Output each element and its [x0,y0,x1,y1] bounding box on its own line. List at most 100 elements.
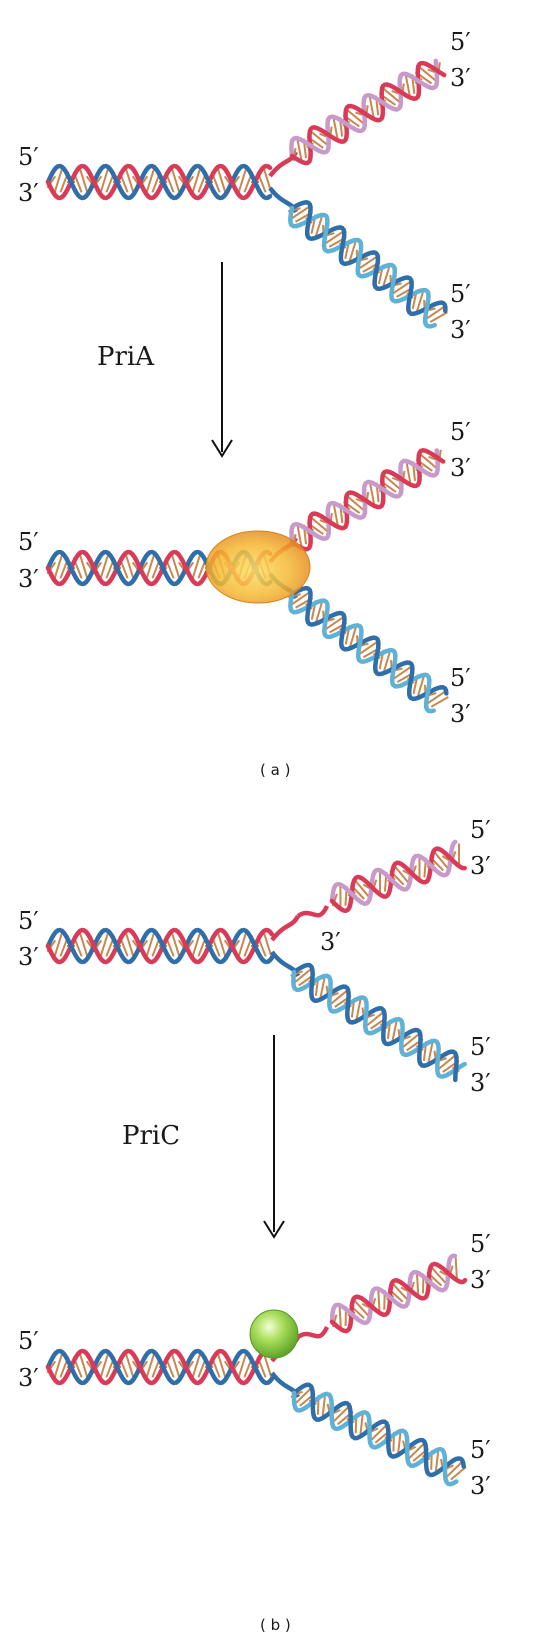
strand-front [329,846,467,914]
base-pair-rung [190,1353,201,1381]
strand-front [288,591,432,712]
pria-protein [205,530,311,604]
strand-front [291,1390,450,1485]
single-strand-gap [296,1325,330,1339]
fork-b2-left-3prime: 3′ [18,1364,39,1392]
base-pair-rung [98,168,109,196]
base-pair-rung [217,1353,228,1381]
fork-a-initial [45,58,448,329]
single-strand-gap [296,904,330,918]
base-pair-rung [125,168,136,196]
base-pair-rung [79,554,90,582]
arrow-a-head [211,439,233,458]
fork-a1-left-3prime: 3′ [18,179,39,207]
base-pair-rung [429,311,448,323]
fork-b-with-pric [45,1253,468,1487]
panel-b-caption: ( b ) [260,1616,291,1634]
strand-front [305,587,449,701]
base-pair-rung [263,1353,274,1381]
strand-front [45,1349,275,1385]
arrow-b-head [263,1220,285,1239]
fork-a2-left-3prime: 3′ [18,565,39,593]
base-pair-rung [144,1353,155,1381]
base-pair-rung [144,554,155,582]
strand-front [308,1383,466,1477]
strand-front [57,163,269,201]
base-pair-rung [171,1353,182,1381]
strand-front [293,71,436,155]
fork-b1-lower-5prime: 5′ [470,1033,491,1061]
base-pair-rung [443,1461,463,1480]
strand-front [57,549,269,587]
fork-a1-left-5prime: 5′ [18,143,39,171]
step-label-pric: PriC [122,1121,180,1151]
fork-a2-left-5prime: 5′ [18,528,39,556]
strand-front [45,164,273,200]
fork-a1-upper-3prime: 3′ [450,64,471,92]
fork-b2-lower-5prime: 5′ [470,1436,491,1464]
base-pair-rung [430,696,449,708]
base-pair-rung [144,168,155,196]
base-pair-rung [190,168,201,196]
fork-b1-gap-3prime: 3′ [320,928,341,956]
base-pair-rung [52,168,63,196]
fork-a1-lower-3prime: 3′ [450,316,471,344]
base-pair-rung [79,1353,90,1381]
fork-b1-left-5prime: 5′ [18,907,39,935]
step-label-pria: PriA [97,342,155,372]
strand-back [296,1391,459,1487]
strand-front [335,1253,458,1326]
base-pair-rung [263,932,274,960]
fork-b2-upper-3prime: 3′ [470,1266,491,1294]
base-pair-rung [52,554,63,582]
fork-a2-lower-5prime: 5′ [450,664,471,692]
base-pair-rung [125,932,136,960]
base-pair-rung [98,932,109,960]
base-pair-rung [98,1353,109,1381]
fork-b1-upper-3prime: 3′ [470,852,491,880]
fork-b1-left-3prime: 3′ [18,943,39,971]
strand-front [329,1261,464,1334]
base-pair-rung [171,932,182,960]
strand-front [57,927,269,965]
base-pair-rung [190,932,201,960]
base-pair-rung [171,168,182,196]
pric-protein [249,1309,299,1359]
panel-a-caption: ( a ) [260,761,290,779]
base-pair-rung [190,554,201,582]
strand-front [304,201,448,315]
fork-a-with-pria [45,448,449,714]
strand-front [289,60,447,166]
strand-front [45,550,273,586]
fork-a1-lower-5prime: 5′ [450,280,471,308]
strand-front [309,964,459,1083]
base-pair-rung [217,932,228,960]
strand-back [291,598,436,714]
base-pair-rung [236,1353,247,1381]
base-pair-rung [79,932,90,960]
fork-b1-lower-3prime: 3′ [470,1069,491,1097]
base-pair-rung [144,932,155,960]
strand-front [57,1348,269,1386]
fork-a2-upper-5prime: 5′ [450,418,471,446]
fork-a1-upper-5prime: 5′ [450,28,471,56]
fork-b2-lower-3prime: 3′ [470,1472,491,1500]
base-pair-rung [236,168,247,196]
base-pair-rung [52,1353,63,1381]
strand-front [293,458,438,541]
fork-b-initial [45,839,467,1083]
base-pair-rung [98,554,109,582]
base-pair-rung [52,932,63,960]
base-pair-rung [79,168,90,196]
base-pair-rung [125,1353,136,1381]
strand-front [336,853,447,906]
base-pair-rung [217,168,228,196]
base-pair-rung [450,1466,467,1481]
strand-front [291,969,442,1078]
fork-b2-left-5prime: 5′ [18,1327,39,1355]
fork-a2-upper-3prime: 3′ [450,454,471,482]
base-pair-rung [236,932,247,960]
strand-front [45,928,275,964]
